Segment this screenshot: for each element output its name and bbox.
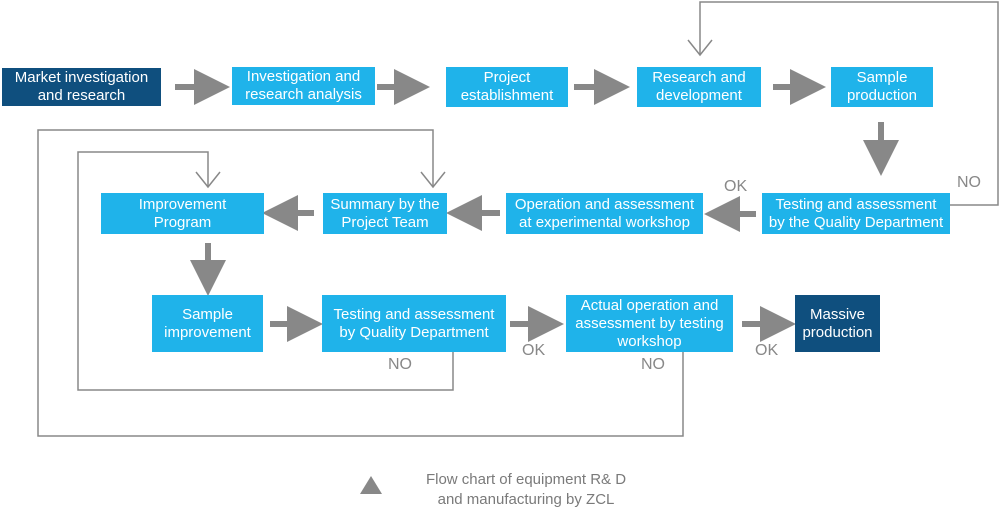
node-research-development: Research and development <box>637 67 761 107</box>
label-ok-actual-operation: OK <box>755 342 779 359</box>
thick-arrows <box>175 69 899 342</box>
node-investigation-analysis: Investigation and research analysis <box>232 67 375 105</box>
feedback-no-to-summary <box>37 129 684 437</box>
figure-caption: Flow chart of equipment R& D and manufac… <box>360 470 680 510</box>
feedback-head-improvement <box>195 171 221 189</box>
node-market-investigation: Market investigation and research <box>2 68 161 106</box>
node-operation-workshop: Operation and assessment at experimental… <box>506 193 703 234</box>
feedback-lines <box>37 1 999 437</box>
node-sample-improvement: Sample improvement <box>152 295 263 352</box>
node-project-establishment: Project establishment <box>446 67 568 107</box>
node-testing-quality-department: Testing and assessment by the Quality De… <box>762 193 950 234</box>
triangle-icon <box>360 476 382 494</box>
node-massive-production: Massive production <box>795 295 880 352</box>
label-no-actual-operation: NO <box>641 356 665 373</box>
label-ok-testing-quality: OK <box>522 342 546 359</box>
node-actual-operation: Actual operation and assessment by testi… <box>566 295 733 352</box>
caption-text: Flow chart of equipment R& D and manufac… <box>425 471 627 508</box>
feedback-no-to-improvement <box>77 151 454 391</box>
label-ok-testing: OK <box>724 178 748 195</box>
label-no-testing: NO <box>957 174 981 191</box>
feedback-head-summary <box>420 171 446 189</box>
node-testing-quality: Testing and assessment by Quality Depart… <box>322 295 506 352</box>
label-no-testing-quality: NO <box>388 356 412 373</box>
node-sample-production: Sample production <box>831 67 933 107</box>
node-improvement-program: Improvement Program <box>101 193 264 234</box>
node-summary-project-team: Summary by the Project Team <box>323 193 447 234</box>
feedback-head-research <box>687 39 713 57</box>
feedback-no-to-research <box>699 1 999 206</box>
